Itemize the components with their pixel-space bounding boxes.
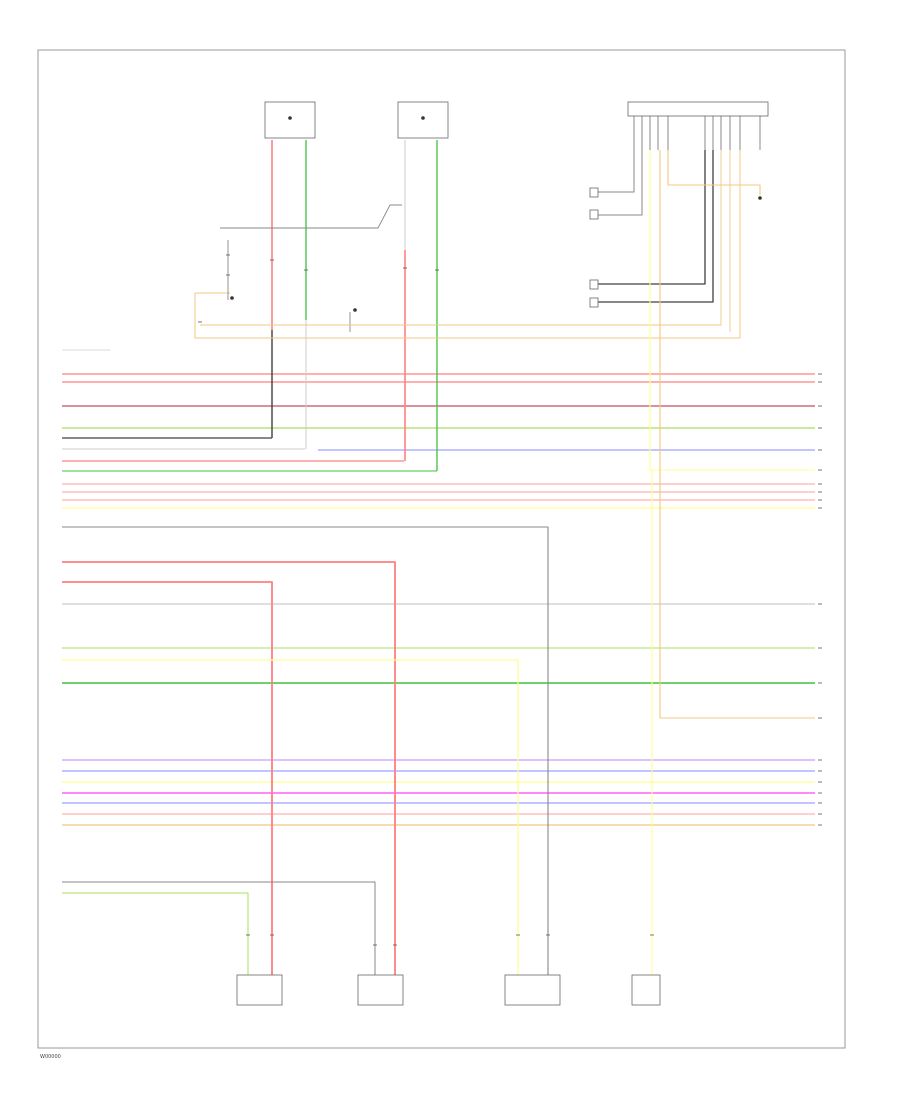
wire-grey-low [62,881,376,980]
wire-red-feed-2 [62,581,273,980]
wire-yellow-feed [62,659,519,980]
wire-switch-4 [597,150,714,303]
wire-orange-mod [667,150,761,195]
wire-green-low [62,892,249,980]
wire-yellow-long [649,150,653,1000]
wire-orange-long [659,150,815,719]
wire-orange-ground [194,130,741,339]
connector-module-right [627,101,769,117]
component-lower-3 [504,974,561,1006]
ground-point [758,196,762,200]
connector-pin [288,116,292,120]
connector-right-upper [397,101,449,139]
component-group [198,101,822,1006]
ground-point [353,308,357,312]
switch-contact [589,297,599,308]
wire-switch-2 [597,150,643,216]
connector-pin [421,116,425,120]
wire-switch-3 [597,150,706,285]
wire-grey-feed [62,526,549,980]
switch-contact [589,209,599,220]
wire-splice [220,204,402,229]
wire-red-feed-1 [62,561,396,980]
switch-contact [589,279,599,290]
wire-group [62,116,815,1000]
wire-tan-1 [200,150,722,326]
diagram-frame [37,49,846,1049]
component-lower-2 [357,974,404,1006]
ground-point [230,296,234,300]
component-lower-4 [631,974,661,1006]
diagram-code: W00000 [40,1054,61,1060]
wire-switch-1 [597,150,635,193]
switch-contact [589,187,599,198]
component-lower-1 [236,974,283,1006]
connector-left-upper [264,101,316,139]
